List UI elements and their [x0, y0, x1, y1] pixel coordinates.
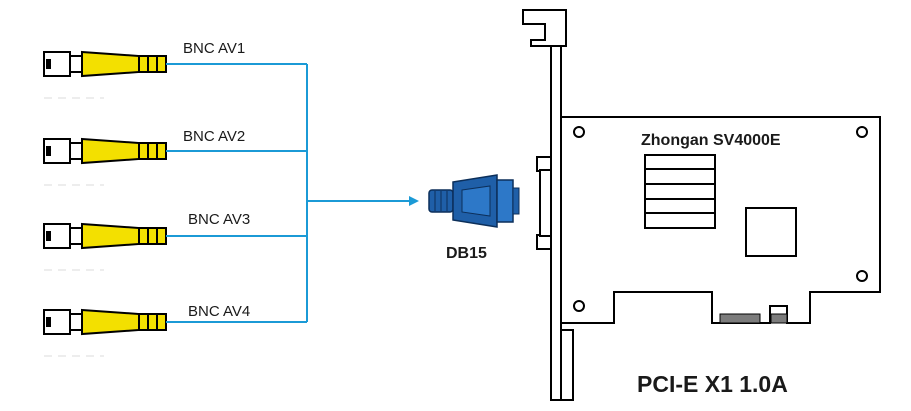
bnc-connector-2: [43, 138, 167, 186]
db15-label: DB15: [446, 245, 487, 262]
mount-hole-icon: [573, 300, 585, 312]
bnc-av4-label: BNC AV4: [188, 303, 250, 320]
bnc-av3-label: BNC AV3: [188, 211, 250, 228]
db15-connector: [428, 174, 520, 228]
mount-hole-icon: [573, 126, 585, 138]
bnc-connector-1: [43, 51, 167, 99]
secondary-chip: [745, 207, 797, 257]
bnc-connector-4: [43, 309, 167, 357]
wire-bundle: [166, 63, 419, 323]
bnc-av1-label: BNC AV1: [183, 40, 245, 57]
capture-chip: [644, 154, 716, 229]
interface-label: PCI-E X1 1.0A: [637, 371, 788, 397]
mount-hole-icon: [856, 126, 868, 138]
chip-model-label: Zhongan SV4000E: [641, 132, 781, 149]
bnc-connector-3: [43, 223, 167, 271]
bnc-av2-label: BNC AV2: [183, 128, 245, 145]
mount-hole-icon: [856, 270, 868, 282]
pcb-board: [560, 116, 881, 324]
